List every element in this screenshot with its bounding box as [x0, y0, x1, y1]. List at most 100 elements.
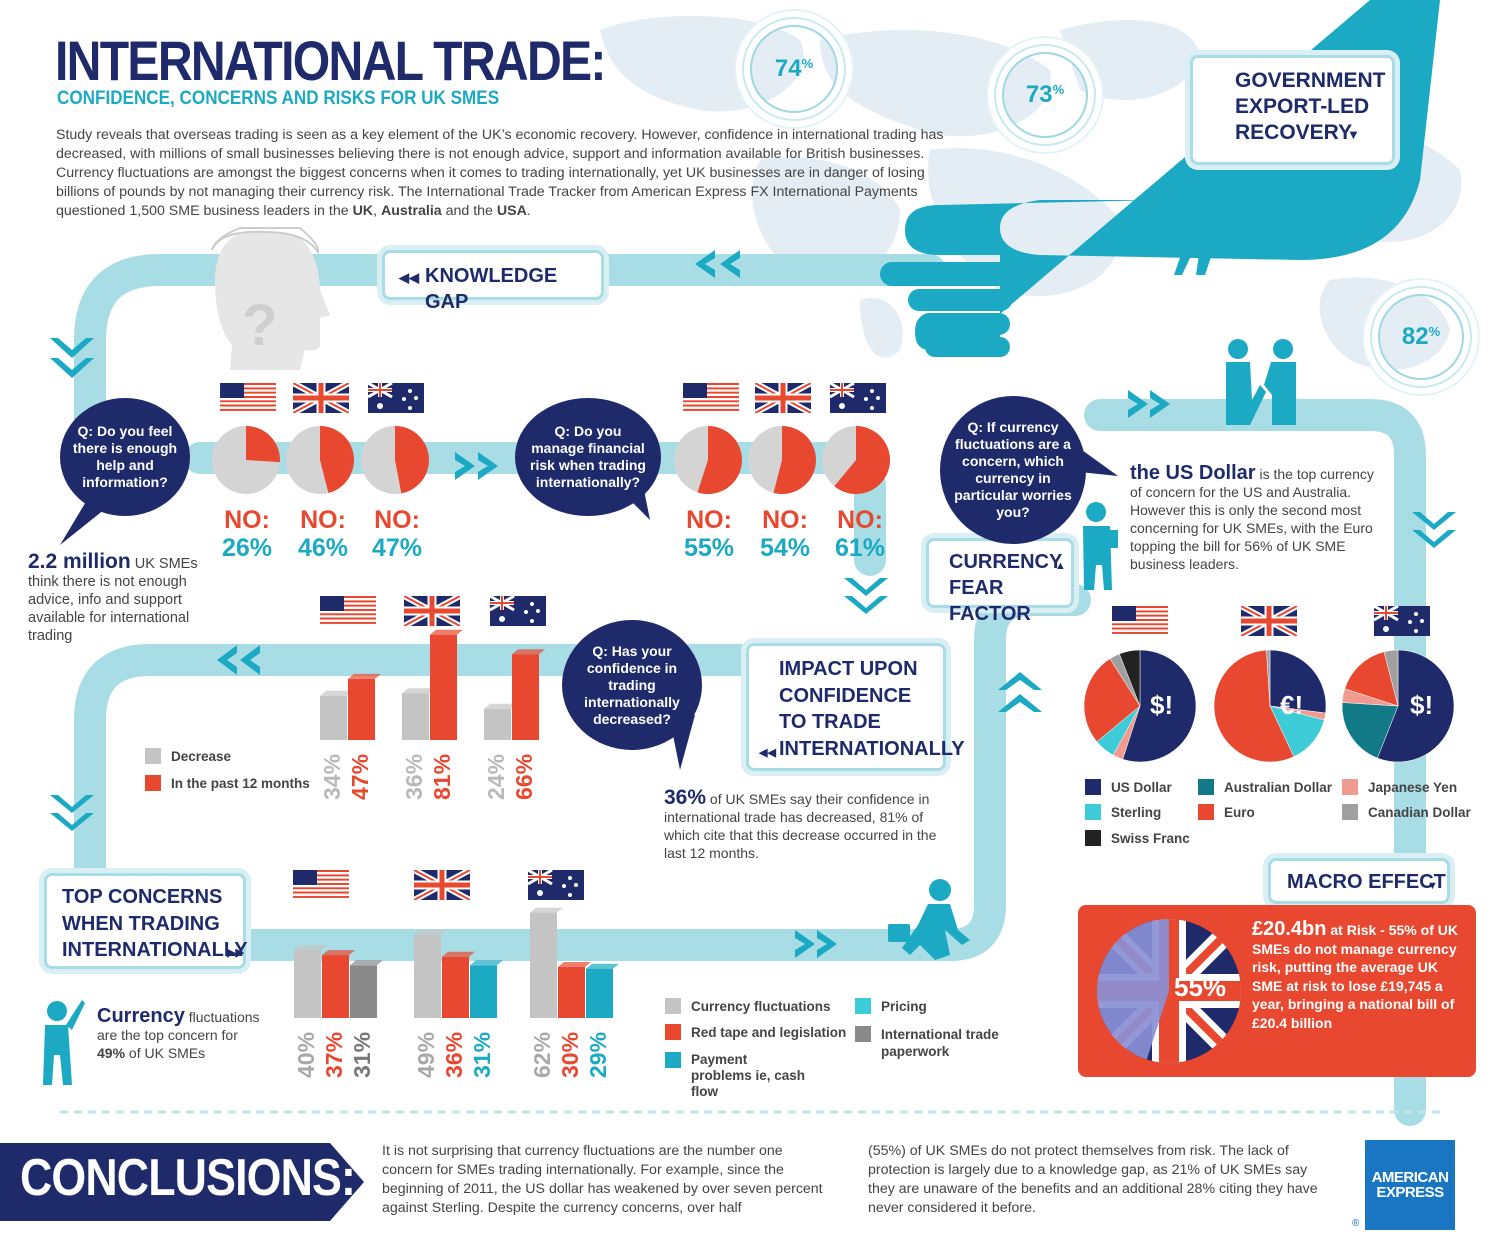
amex-registered: ® [1352, 1218, 1360, 1229]
question-bubble-currency: Q: If currency fluctuations are a concer… [940, 396, 1086, 544]
intro-end: . [526, 203, 531, 219]
confidence-note-big: 36% [664, 786, 707, 809]
section-currency-fear-label: CURRENCY FEAR FACTOR [949, 551, 1062, 625]
section-impact-label: IMPACT UPON CONFIDENCE TO TRADE INTERNAT… [779, 658, 965, 760]
intro-sep: , [373, 203, 381, 219]
usd-note: the US Dollar is the top currency of con… [1130, 462, 1375, 573]
bar-top [414, 929, 447, 935]
intro-australia: Australia [380, 203, 442, 219]
bar-value-label: 36% [441, 1032, 467, 1078]
legend-label: Canadian Dollar [1368, 804, 1471, 820]
businessman-stop-icon [1083, 502, 1118, 590]
macro-pie-label: 55% [1174, 972, 1227, 1002]
intro-usa: USA [496, 203, 527, 219]
legend-swatch [1342, 779, 1358, 795]
section-top-concerns-label: TOP CONCERNS WHEN TRADING INTERNATIONALL… [62, 886, 248, 961]
help-note-text: UK SMEs think there is not enough advice… [28, 556, 198, 644]
currency-pie-slice [1269, 649, 1327, 714]
legend-usd: US Dollar [1085, 779, 1172, 795]
help-note: 2.2 million UK SMEs think there is not e… [28, 551, 208, 645]
us-flag-icon [1112, 606, 1168, 636]
bar-value-label: 34% [319, 754, 345, 800]
bar-value-label: 29% [585, 1032, 611, 1078]
bar [430, 634, 457, 740]
no-value: 47% [371, 534, 423, 562]
risk-no-au: NO:61% [825, 506, 895, 562]
legend-swatch [1342, 804, 1358, 820]
no-label: NO: [224, 506, 270, 534]
conclusions-arrow [330, 1143, 364, 1221]
intro-and: and the [441, 203, 497, 219]
legend-label: Swiss Franc [1111, 830, 1190, 846]
section-impact: IMPACT UPON CONFIDENCE TO TRADE INTERNAT… [746, 643, 965, 771]
pie-slice-no [395, 426, 429, 494]
currency-note: Currency fluctuations are the top concer… [97, 1006, 267, 1062]
legend-label: International trade paperwork [881, 1027, 999, 1059]
section-government-label: GOVERNMENT EXPORT-LED RECOVERY [1235, 69, 1386, 144]
bar [586, 968, 613, 1018]
usd-note-big: the US Dollar [1130, 462, 1256, 484]
uk-flag-icon [293, 383, 349, 413]
intro-paragraph: Study reveals that overseas trading is s… [56, 126, 946, 221]
legend-gbp: Sterling [1085, 804, 1161, 820]
legend-swatch [855, 998, 871, 1014]
legend-jpy: Japanese Yen [1342, 779, 1457, 795]
bar-top [558, 962, 591, 967]
no-label: NO: [374, 506, 420, 534]
section-top-concerns: TOP CONCERNS WHEN TRADING INTERNATIONALL… [44, 873, 248, 969]
legend-swatch [1085, 830, 1101, 846]
risk-no-us: NO:55% [674, 506, 744, 562]
legend-past12: In the past 12 months [145, 775, 310, 791]
legend-decrease: Decrease [145, 748, 231, 764]
legend-label: Decrease [171, 748, 232, 764]
conclusions-band [0, 1143, 330, 1221]
macro-uk-pie [1097, 919, 1241, 1063]
no-label: NO: [686, 506, 732, 534]
uk-flag-icon [414, 870, 470, 900]
currency-pie-slice [1377, 649, 1455, 763]
uk-flag-icon [404, 596, 460, 626]
legend-pricing: Pricing [855, 998, 927, 1014]
arrow-right-icon: ▶▶ [227, 947, 244, 959]
us-flag-icon [220, 383, 276, 413]
macro-effect-text: £20.4bn at Risk - 55% of UK SMEs do not … [1252, 919, 1462, 1032]
bar-top [322, 950, 355, 956]
legend-label: In the past 12 months [171, 775, 310, 791]
legend-label: Euro [1224, 804, 1255, 820]
currency-symbol-us: $! [1150, 690, 1174, 720]
bar-value-label: 31% [349, 1032, 375, 1078]
pie-slice-no [697, 426, 743, 495]
bar-top [402, 688, 435, 694]
bar-value-label: 36% [401, 754, 427, 800]
pct-sign: % [1428, 323, 1441, 339]
bar [294, 950, 321, 1018]
currency-pie-slice [1266, 649, 1271, 707]
pct-sign: % [801, 55, 814, 71]
section-macro-effect: MACRO EFFECT ▼ [1268, 858, 1450, 904]
legend-swatch [665, 998, 681, 1014]
legend-swatch [665, 1052, 681, 1068]
uk-flag-icon [755, 383, 811, 413]
currency-symbol-uk: €! [1280, 690, 1304, 720]
map-stat-82: 82% [1378, 294, 1464, 380]
amex-line-2: EXPRESS [1376, 1184, 1444, 1201]
bar [558, 967, 585, 1018]
map-stat-74: 74% [750, 25, 838, 113]
legend-cad: Canadian Dollar [1342, 804, 1471, 820]
section-macro-label: MACRO EFFECT [1287, 871, 1446, 893]
bar-value-label: 31% [469, 1032, 495, 1078]
arrow-down-icon: ▼ [1427, 880, 1438, 892]
au-flag-icon [490, 596, 546, 626]
legend-eur: Euro [1198, 804, 1255, 820]
businessman-walking-icon [1174, 191, 1244, 275]
bar-value-label: 24% [483, 754, 509, 800]
legend-swatch [855, 1026, 871, 1042]
no-value: 46% [297, 534, 349, 562]
currency-symbol-au: $! [1410, 690, 1434, 720]
legend-label: US Dollar [1111, 779, 1172, 795]
bar-top [294, 945, 327, 950]
bar-value-label: 30% [557, 1032, 583, 1078]
currency-pie-slice [1083, 658, 1141, 743]
help-no-us: NO:26% [212, 506, 282, 562]
